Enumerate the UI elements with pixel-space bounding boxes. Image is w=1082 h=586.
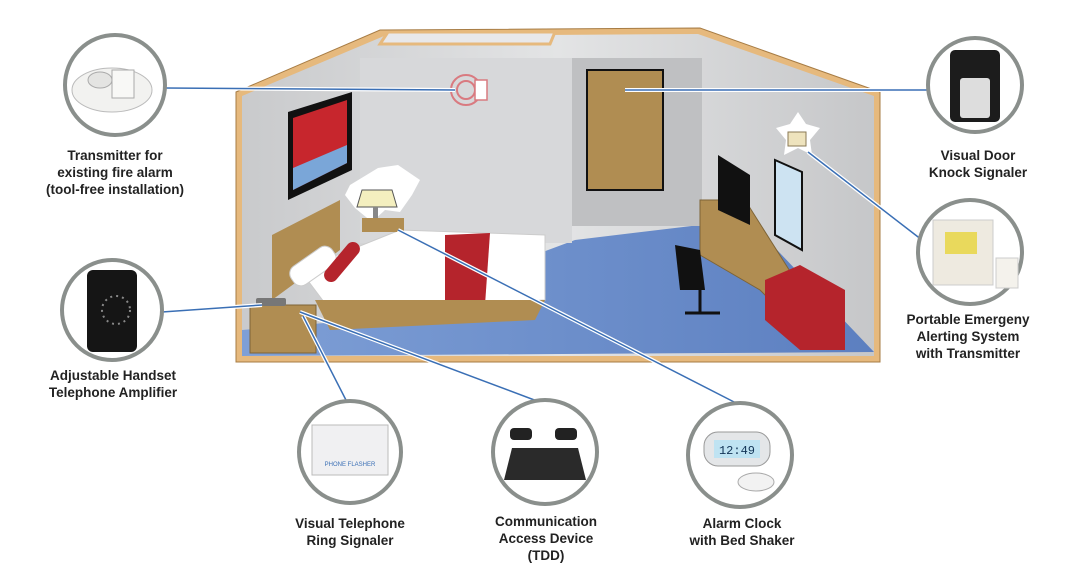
- label-line: Adjustable Handset: [49, 368, 177, 383]
- label-handset-amplifier: Adjustable Handset Telephone Amplifier: [49, 367, 177, 401]
- label-line: Alarm Clock: [702, 516, 782, 531]
- nightstand: [249, 298, 317, 354]
- label-line: Transmitter for: [67, 148, 163, 163]
- tdd-photo: [491, 398, 599, 506]
- label-line: Visual Telephone: [295, 516, 405, 531]
- label-line: (tool-free installation): [46, 182, 184, 197]
- label-line: with Transmitter: [915, 346, 1021, 361]
- phone-flasher-text: PHONE FLASHER: [325, 462, 376, 468]
- label-door-knock-signaler: Visual Door Knock Signaler: [929, 147, 1027, 181]
- door-knock-signaler-photo: [926, 36, 1024, 134]
- room-cutaway: [235, 27, 881, 363]
- lamp: [356, 189, 404, 232]
- mirror: [774, 158, 803, 252]
- label-line: with Bed Shaker: [689, 533, 795, 548]
- label-phone-ring-signaler: Visual Telephone Ring Signaler: [295, 515, 405, 549]
- label-line: (TDD): [527, 548, 565, 563]
- chair: [675, 245, 705, 290]
- alarm-clock-photo: 12:49: [686, 401, 794, 509]
- fire-alarm-transmitter-photo: [63, 33, 167, 137]
- label-line: Communication: [494, 514, 598, 529]
- label-line: Knock Signaler: [928, 165, 1028, 180]
- label-emergency-alerting-system: Portable Emergeny Alerting System with T…: [906, 311, 1029, 362]
- label-line: Access Device: [498, 531, 594, 546]
- bed: [272, 200, 546, 330]
- tv: [718, 155, 750, 225]
- label-line: Alerting System: [916, 329, 1020, 344]
- label-tdd: Communication Access Device (TDD): [495, 513, 597, 564]
- label-line: Ring Signaler: [306, 533, 394, 548]
- label-line: Portable Emergeny: [906, 312, 1030, 327]
- phone-ring-signaler-photo: PHONE FLASHER: [297, 399, 403, 505]
- partition-wall: [360, 58, 572, 243]
- label-alarm-clock: Alarm Clock with Bed Shaker: [689, 515, 794, 549]
- emergency-alerting-system-photo: [916, 198, 1024, 306]
- handset-amplifier-photo: [60, 258, 164, 362]
- label-fire-alarm-transmitter: Transmitter for existing fire alarm (too…: [46, 147, 184, 198]
- phone-icon: [256, 298, 286, 306]
- desk-area: [675, 155, 845, 350]
- armchair: [765, 265, 845, 350]
- door-knock-signaler-icon: [787, 131, 807, 147]
- connector-lines: [161, 86, 930, 406]
- clock-display: 12:49: [719, 444, 755, 458]
- label-line: existing fire alarm: [57, 165, 173, 180]
- label-line: Visual Door: [940, 148, 1016, 163]
- label-line: Telephone Amplifier: [48, 385, 178, 400]
